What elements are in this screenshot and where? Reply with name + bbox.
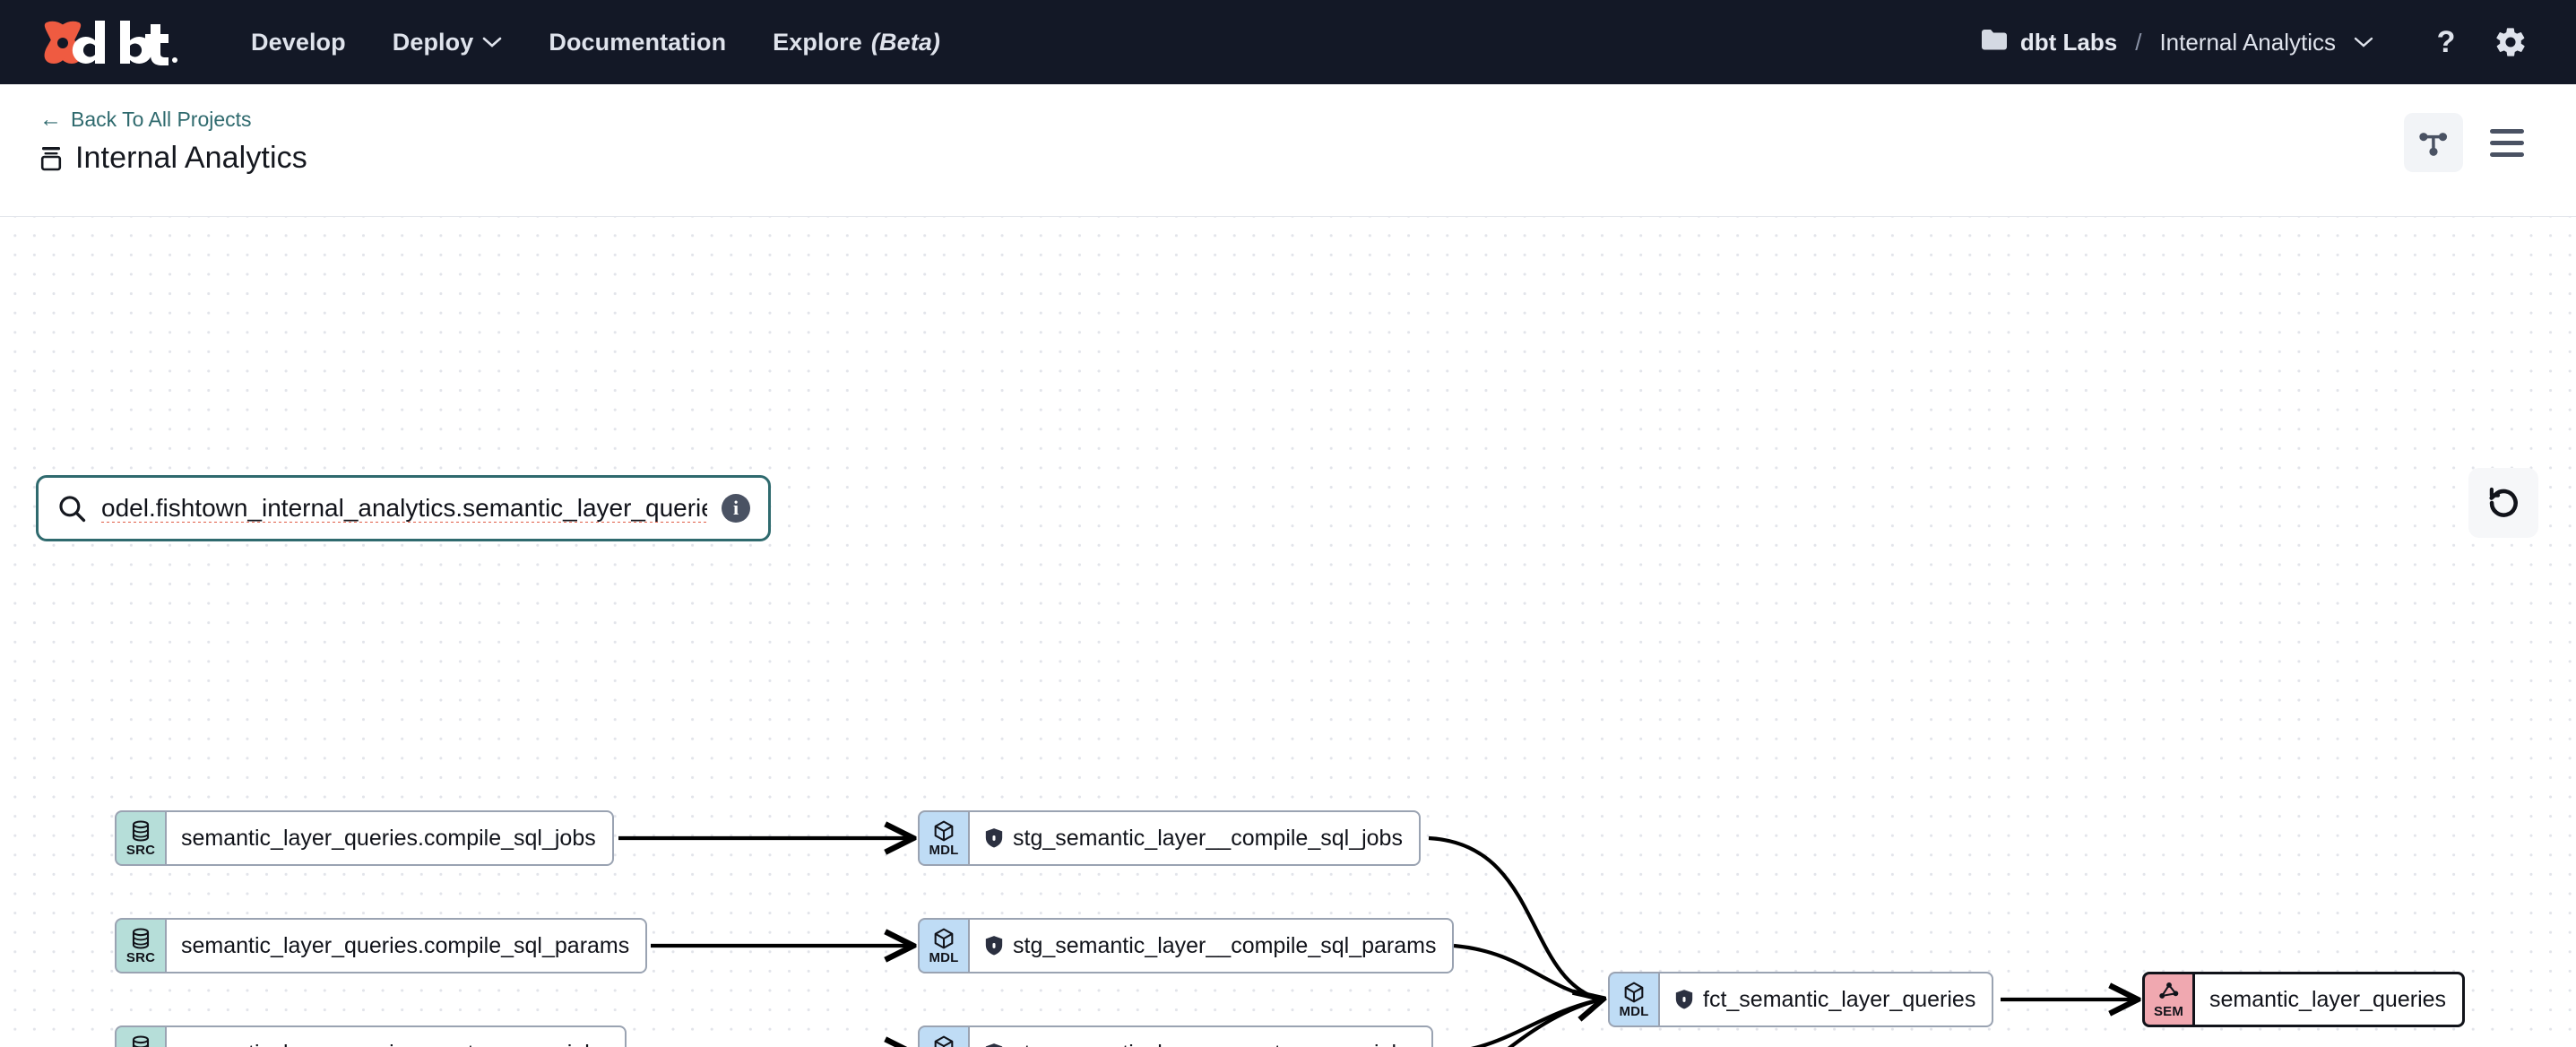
chevron-down-icon: [483, 37, 502, 48]
account-org-name: dbt Labs: [2019, 28, 2118, 56]
node-type-badge-src: SRC: [115, 918, 165, 973]
cube-icon: [934, 820, 954, 842]
node-type-badge-label: SRC: [125, 843, 156, 858]
node-type-badge-mdl: MDL: [1608, 972, 1658, 1027]
cube-icon: [934, 928, 954, 949]
search-icon: [59, 496, 86, 523]
nav-item-documentation-label: Documentation: [549, 28, 727, 56]
node-type-badge-label: SRC: [125, 950, 156, 965]
graph-node-source[interactable]: SRC semantic_layer_queries.compile_sql_p…: [115, 918, 648, 973]
graph-node-model[interactable]: MDL stg_semantic_layer__compile_sql_jobs: [918, 810, 1425, 866]
lineage-graph-canvas[interactable]: odel.fishtown_internal_analytics.semanti…: [0, 217, 2576, 1047]
node-body[interactable]: semantic_layer_queries.compile_sql_param…: [165, 918, 648, 973]
database-cylinder-icon: [132, 928, 150, 949]
dbt-logo[interactable]: [39, 17, 197, 67]
node-label: stg_semantic_layer__create_query_jobs: [1013, 1042, 1415, 1047]
edge-mdl1-fct: [1428, 835, 1602, 1002]
subheader-actions: [2404, 108, 2537, 172]
lineage-view-button[interactable]: [2404, 113, 2463, 172]
graph-node-model[interactable]: MDL stg_semantic_layer__create_query_job…: [918, 1025, 1434, 1047]
account-project-name: Internal Analytics: [2159, 28, 2336, 56]
node-body[interactable]: fct_semantic_layer_queries: [1658, 972, 1994, 1027]
top-navigation-bar: Develop Deploy Documentation Explore (Be…: [0, 0, 2576, 84]
search-input-value: odel.fishtown_internal_analytics.semanti…: [101, 494, 707, 522]
node-label: stg_semantic_layer__compile_sql_params: [1013, 932, 1437, 958]
graph-node-source[interactable]: SRC semantic_layer_queries.compile_sql_j…: [115, 810, 615, 866]
left-arrow-icon: ←: [39, 107, 62, 132]
lineage-share-icon: [2419, 133, 2448, 156]
help-button[interactable]: ?: [2420, 16, 2472, 68]
nav-item-explore-beta-tag: (Beta): [870, 28, 941, 56]
hamburger-menu-icon: [2490, 128, 2524, 157]
top-nav-right-cluster: dbt Labs / Internal Analytics ?: [1981, 16, 2537, 68]
semantic-network-icon: [2158, 982, 2178, 999]
edge-mdl2-fct: [1453, 943, 1602, 1002]
database-cylinder-icon: [132, 820, 150, 842]
cube-icon: [1624, 982, 1644, 1003]
shield-icon: [984, 827, 1004, 849]
node-label: stg_semantic_layer__compile_sql_jobs: [1013, 825, 1403, 851]
back-to-all-projects-label: Back To All Projects: [71, 108, 252, 131]
nav-item-explore-label: Explore: [773, 28, 862, 56]
question-mark-icon: ?: [2436, 25, 2456, 59]
node-body[interactable]: semantic_layer_queries.create_query_jobs: [165, 1025, 627, 1047]
node-label: semantic_layer_queries.compile_sql_jobs: [181, 825, 596, 851]
shield-icon: [1674, 989, 1694, 1010]
gear-icon: [2496, 28, 2525, 56]
node-type-badge-src: SRC: [115, 1025, 165, 1047]
node-type-badge-mdl: MDL: [918, 918, 968, 973]
node-label: semantic_layer_queries.compile_sql_param…: [181, 932, 630, 958]
reset-rotate-ccw-icon: [2489, 487, 2518, 517]
shield-icon: [984, 1043, 1004, 1047]
settings-button[interactable]: [2485, 16, 2537, 68]
node-type-badge-src: SRC: [115, 810, 165, 866]
node-body[interactable]: stg_semantic_layer__create_query_jobs: [968, 1025, 1433, 1047]
main-nav-links: Develop Deploy Documentation Explore (Be…: [251, 29, 940, 56]
nav-item-deploy-label: Deploy: [392, 28, 474, 56]
subheader-left: ← Back To All Projects Internal Analytic…: [39, 108, 307, 176]
page-title-row: Internal Analytics: [39, 141, 307, 176]
node-type-badge-mdl: MDL: [918, 1025, 968, 1047]
edge-mdl3-fct: [1470, 997, 1602, 1047]
back-to-all-projects-link[interactable]: ← Back To All Projects: [39, 108, 307, 132]
nav-item-develop-label: Develop: [251, 28, 346, 56]
node-type-badge-label: MDL: [929, 843, 959, 858]
side-panel-menu-button[interactable]: [2477, 113, 2537, 172]
info-icon[interactable]: i: [722, 494, 750, 523]
graph-node-source[interactable]: SRC semantic_layer_queries.create_query_…: [115, 1025, 627, 1047]
cube-icon: [934, 1035, 954, 1047]
chevron-down-icon: [2354, 37, 2373, 48]
project-subheader: ← Back To All Projects Internal Analytic…: [0, 84, 2576, 217]
graph-node-model-fct[interactable]: MDL fct_semantic_layer_queries: [1608, 972, 1997, 1027]
graph-node-model[interactable]: MDL stg_semantic_layer__compile_sql_para…: [918, 918, 1455, 973]
nav-item-deploy[interactable]: Deploy: [393, 29, 503, 56]
node-type-badge-mdl: MDL: [918, 810, 968, 866]
project-box-icon: [40, 146, 62, 170]
node-type-badge-label: MDL: [1619, 1004, 1649, 1019]
account-breadcrumb[interactable]: dbt Labs / Internal Analytics: [1981, 29, 2373, 56]
nav-item-documentation[interactable]: Documentation: [549, 29, 726, 56]
lineage-search-box[interactable]: odel.fishtown_internal_analytics.semanti…: [36, 475, 771, 541]
node-type-badge-sem: SEM: [2142, 972, 2192, 1027]
page-title: Internal Analytics: [75, 141, 307, 175]
database-cylinder-icon: [132, 1035, 150, 1047]
node-body[interactable]: stg_semantic_layer__compile_sql_jobs: [968, 810, 1421, 866]
nav-item-develop[interactable]: Develop: [251, 29, 346, 56]
shield-icon: [984, 935, 1004, 956]
node-body[interactable]: semantic_layer_queries.compile_sql_jobs: [165, 810, 614, 866]
node-label: fct_semantic_layer_queries: [1703, 986, 1976, 1012]
breadcrumb-separator: /: [2135, 28, 2142, 56]
nav-item-explore[interactable]: Explore (Beta): [773, 29, 940, 56]
node-type-badge-label: MDL: [929, 950, 959, 965]
graph-node-semantic-model[interactable]: SEM semantic_layer_queries: [2142, 972, 2472, 1027]
node-label: semantic_layer_queries.create_query_jobs: [181, 1042, 609, 1047]
node-body[interactable]: semantic_layer_queries: [2192, 972, 2466, 1027]
folder-icon: [1981, 29, 2008, 56]
node-label: semantic_layer_queries: [2209, 986, 2447, 1012]
node-body[interactable]: stg_semantic_layer__compile_sql_params: [968, 918, 1455, 973]
reset-graph-button[interactable]: [2468, 468, 2538, 538]
search-input[interactable]: odel.fishtown_internal_analytics.semanti…: [101, 494, 707, 523]
node-type-badge-label: SEM: [2153, 1004, 2184, 1019]
